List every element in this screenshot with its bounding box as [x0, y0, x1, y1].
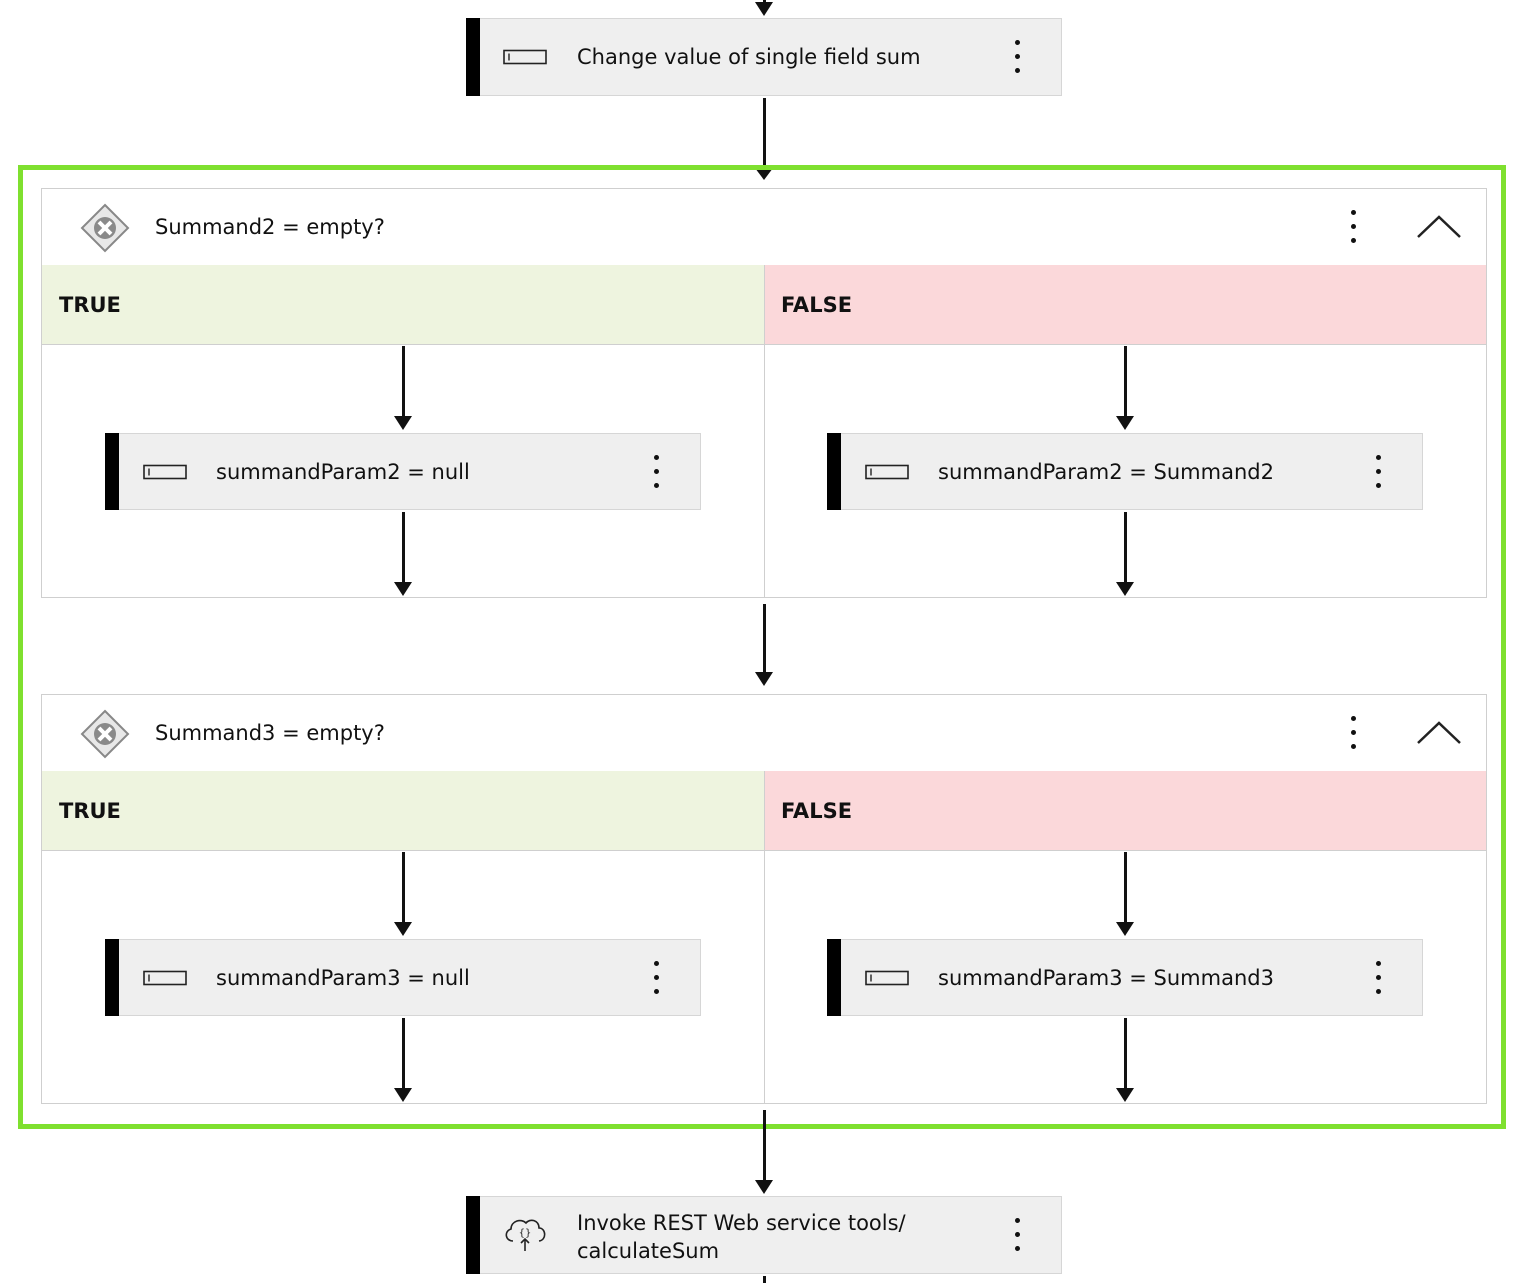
connector-line: [1124, 346, 1127, 418]
connector-line: [763, 98, 766, 168]
step-bar: [827, 433, 841, 510]
field-icon: [143, 970, 187, 985]
connector-arrow: [755, 672, 773, 686]
connector-arrow: [1116, 416, 1134, 430]
condition-title: Summand2 = empty?: [155, 215, 385, 239]
exclusive-gateway-icon: [80, 709, 130, 759]
more-options-icon[interactable]: [647, 452, 667, 492]
field-icon: [143, 464, 187, 479]
step-bar: [105, 433, 119, 510]
field-icon: [865, 970, 909, 985]
more-options-icon[interactable]: [1369, 958, 1389, 998]
branch-divider: [764, 265, 765, 597]
connector-arrow: [1116, 1088, 1134, 1102]
connector-arrow: [1116, 922, 1134, 936]
condition-block-summand2[interactable]: Summand2 = empty? TRUE FALSE: [41, 188, 1487, 598]
connector-line: [402, 1018, 405, 1090]
step-label: Change value of single field sum: [577, 45, 921, 69]
connector-arrow: [755, 168, 773, 180]
step-change-value-sum[interactable]: Change value of single field sum: [466, 18, 1062, 96]
branch-label-false: FALSE: [781, 292, 853, 317]
svg-text:{}: {}: [519, 1228, 532, 1239]
more-options-icon[interactable]: [1369, 452, 1389, 492]
step-invoke-rest[interactable]: {} Invoke REST Web service tools/ calcul…: [466, 1196, 1062, 1274]
branch-header-false: FALSE: [764, 265, 1486, 345]
branch-label-true: TRUE: [59, 292, 121, 317]
connector-arrow: [755, 1180, 773, 1194]
connector-line: [763, 604, 766, 674]
step-label: summandParam3 = Summand3: [938, 965, 1274, 990]
connector-line: [1124, 1018, 1127, 1090]
condition-header[interactable]: Summand2 = empty?: [42, 189, 1486, 266]
collapse-chevron-up-icon[interactable]: [1416, 213, 1462, 241]
field-icon: [503, 49, 547, 65]
step-summandparam3-null[interactable]: summandParam3 = null: [105, 939, 701, 1016]
step-label: Invoke REST Web service tools/ calculate…: [577, 1209, 906, 1265]
step-summandparam3-summand3[interactable]: summandParam3 = Summand3: [827, 939, 1423, 1016]
condition-title: Summand3 = empty?: [155, 721, 385, 745]
connector-arrow: [394, 416, 412, 430]
step-label-line1: Invoke REST Web service tools/: [577, 1211, 906, 1235]
cloud-rest-icon: {}: [505, 1219, 546, 1251]
more-options-icon[interactable]: [1008, 37, 1028, 77]
condition-block-summand3[interactable]: Summand3 = empty? TRUE FALSE: [41, 694, 1487, 1104]
connector-line: [763, 1276, 766, 1283]
step-label: summandParam2 = Summand2: [938, 459, 1274, 484]
more-options-icon[interactable]: [1008, 1215, 1028, 1255]
more-options-icon[interactable]: [647, 958, 667, 998]
connector-arrow: [394, 582, 412, 596]
step-bar: [466, 18, 480, 96]
more-options-icon[interactable]: [1344, 713, 1364, 753]
connector-arrow: [394, 922, 412, 936]
connector-line: [1124, 852, 1127, 924]
step-label: summandParam3 = null: [216, 965, 470, 990]
branch-divider: [764, 771, 765, 1103]
connector-arrow: [394, 1088, 412, 1102]
more-options-icon[interactable]: [1344, 207, 1364, 247]
connector-line: [402, 346, 405, 418]
connector-line: [402, 512, 405, 584]
condition-header[interactable]: Summand3 = empty?: [42, 695, 1486, 772]
step-summandparam2-null[interactable]: summandParam2 = null: [105, 433, 701, 510]
connector-line: [402, 852, 405, 924]
branch-header-true: TRUE: [42, 771, 764, 851]
branch-header-false: FALSE: [764, 771, 1486, 851]
connector-line: [763, 1110, 766, 1180]
connector-arrow: [755, 2, 773, 16]
step-label-line2: calculateSum: [577, 1239, 720, 1263]
step-bar: [827, 939, 841, 1016]
collapse-chevron-up-icon[interactable]: [1416, 719, 1462, 747]
step-label: summandParam2 = null: [216, 459, 470, 484]
branch-header-true: TRUE: [42, 265, 764, 345]
branch-label-false: FALSE: [781, 798, 853, 823]
connector-arrow: [1116, 582, 1134, 596]
step-summandparam2-summand2[interactable]: summandParam2 = Summand2: [827, 433, 1423, 510]
step-bar: [105, 939, 119, 1016]
selection-highlight: [18, 165, 1506, 1129]
field-icon: [865, 464, 909, 479]
step-bar: [466, 1196, 480, 1274]
branch-label-true: TRUE: [59, 798, 121, 823]
exclusive-gateway-icon: [80, 203, 130, 253]
connector-line: [1124, 512, 1127, 584]
